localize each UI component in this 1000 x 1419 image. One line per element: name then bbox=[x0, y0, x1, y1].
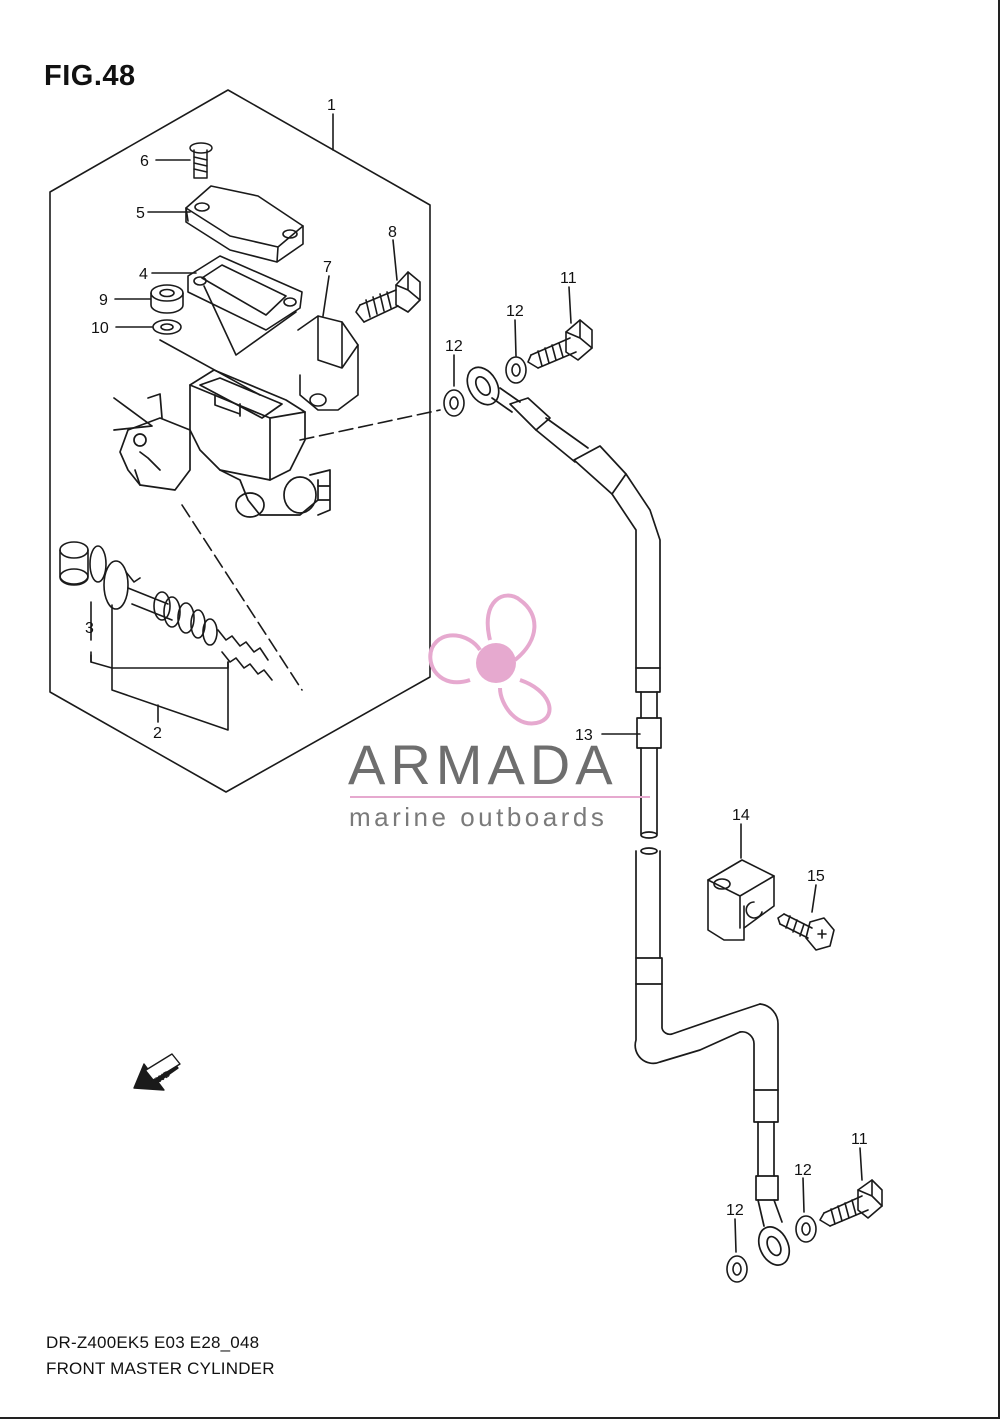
callout-12-bottom-right: 12 bbox=[794, 1162, 812, 1179]
leader-8 bbox=[392, 239, 398, 281]
reservoir-cap-part bbox=[185, 185, 304, 263]
leader-12a bbox=[514, 319, 517, 357]
figure-title: FIG.48 bbox=[44, 60, 136, 92]
callout-5: 5 bbox=[136, 205, 145, 222]
gasket-12b-part bbox=[443, 389, 465, 417]
watermark-divider bbox=[350, 796, 650, 798]
leader-12c bbox=[802, 1177, 805, 1213]
align-line-lever bbox=[181, 504, 303, 691]
section-name: FRONT MASTER CYLINDER bbox=[46, 1359, 275, 1378]
fwd-arrow-icon bbox=[133, 1053, 181, 1091]
align-line-fitting bbox=[299, 409, 441, 441]
callout-4: 4 bbox=[139, 266, 148, 283]
callout-7: 7 bbox=[323, 259, 332, 276]
gasket-12c-part bbox=[795, 1215, 817, 1243]
diaphragm-part bbox=[187, 255, 303, 356]
gasket-12a-part bbox=[505, 356, 527, 384]
bolt-8-part bbox=[355, 271, 421, 323]
callout-11-top: 11 bbox=[560, 270, 577, 287]
hose-clamp-part bbox=[707, 859, 775, 941]
leader-3 bbox=[90, 601, 229, 669]
callout-3: 3 bbox=[85, 620, 94, 637]
callout-9: 9 bbox=[99, 292, 108, 309]
assembly-outline bbox=[49, 89, 431, 793]
union-bolt-bottom-part bbox=[819, 1179, 883, 1227]
callout-1: 1 bbox=[327, 97, 336, 114]
callout-6: 6 bbox=[140, 153, 149, 170]
watermark-tagline: marine outboards bbox=[349, 802, 608, 832]
align-line-reservoir bbox=[159, 339, 261, 396]
callout-10: 10 bbox=[91, 320, 109, 337]
union-bolt-top-part bbox=[527, 319, 593, 369]
gasket-12d-part bbox=[726, 1255, 748, 1283]
callout-13: 13 bbox=[575, 727, 593, 744]
propeller-logo-icon bbox=[428, 593, 552, 726]
watermark-brand: ARMADA bbox=[348, 733, 618, 796]
callout-12-top-right: 12 bbox=[506, 303, 524, 320]
leader-12d bbox=[734, 1218, 737, 1253]
bolt-15-part bbox=[777, 913, 835, 951]
leader-15 bbox=[811, 884, 817, 913]
model-code: DR-Z400EK5 E03 E28_048 bbox=[46, 1333, 260, 1352]
callout-15: 15 bbox=[807, 868, 825, 885]
callout-12-bottom-left: 12 bbox=[726, 1202, 744, 1219]
callout-8: 8 bbox=[388, 224, 397, 241]
leader-2 bbox=[90, 654, 229, 731]
callout-12-top-left: 12 bbox=[445, 338, 463, 355]
callout-14: 14 bbox=[732, 807, 750, 824]
screw-part bbox=[189, 142, 213, 179]
leader-11b bbox=[859, 1147, 863, 1181]
callout-11-bottom: 11 bbox=[851, 1131, 868, 1148]
washer-10-part bbox=[152, 319, 182, 335]
grommet-part bbox=[150, 284, 184, 314]
brake-hose-part bbox=[466, 366, 791, 1266]
leader-7 bbox=[322, 275, 330, 317]
piston-kit-part bbox=[59, 541, 273, 681]
master-cylinder-body-part bbox=[113, 369, 331, 518]
callout-2: 2 bbox=[153, 725, 162, 742]
clamp-holder-part bbox=[297, 315, 359, 411]
leader-11a bbox=[568, 286, 572, 324]
